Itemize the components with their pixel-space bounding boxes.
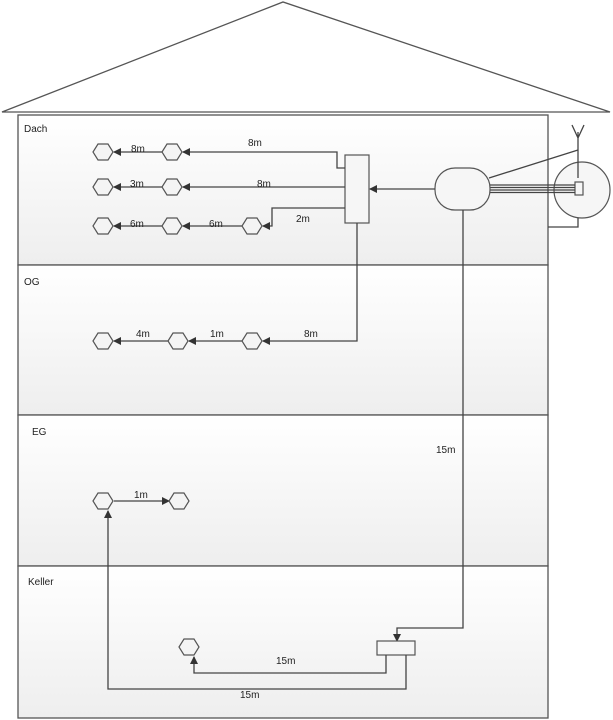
length-label: 1m: [134, 490, 148, 501]
outlet-hexagon: [92, 332, 114, 350]
roof: [1, 1, 611, 113]
dish-ground-line: [548, 218, 579, 228]
floor-label-keller: Keller: [28, 577, 54, 588]
distributor: [344, 154, 370, 224]
cable: [262, 207, 345, 230]
cable: [104, 510, 407, 690]
outlet-hexagon: [178, 638, 200, 656]
length-label: 4m: [136, 329, 150, 340]
outlet-hexagon: [241, 332, 263, 350]
antenna-icon: [571, 124, 585, 178]
length-label: 15m: [436, 445, 455, 456]
outlet-hexagon: [161, 143, 183, 161]
outlet-hexagon: [92, 143, 114, 161]
floor-keller: [17, 565, 549, 719]
multiswitch: [434, 167, 491, 211]
outlet-hexagon: [161, 178, 183, 196]
length-label: 8m: [131, 144, 145, 155]
outlets: [92, 143, 263, 656]
cable: [262, 223, 358, 345]
length-label: 6m: [130, 219, 144, 230]
outlet-hexagon: [92, 178, 114, 196]
floor-eg: [17, 414, 549, 567]
floor-label-og: OG: [24, 277, 40, 288]
outlet-hexagon: [161, 217, 183, 235]
outlet-hexagon: [168, 492, 190, 510]
lnb: [574, 181, 584, 196]
riser-cable: [393, 210, 464, 642]
length-label: 6m: [209, 219, 223, 230]
length-label: 8m: [257, 179, 271, 190]
keller-distributor: [376, 640, 416, 656]
length-label: 8m: [304, 329, 318, 340]
outlet-hexagon: [167, 332, 189, 350]
length-label: 1m: [210, 329, 224, 340]
length-label: 2m: [296, 214, 310, 225]
length-label: 3m: [130, 179, 144, 190]
outlet-hexagon: [92, 217, 114, 235]
cable: [182, 148, 345, 169]
outlet-hexagon: [92, 492, 114, 510]
outlet-hexagon: [241, 217, 263, 235]
cable: [190, 655, 387, 674]
length-label: 15m: [240, 690, 259, 701]
floor-label-eg: EG: [32, 427, 47, 438]
length-label: 15m: [276, 656, 295, 667]
lnb-cables: [490, 184, 575, 194]
antenna-cable: [488, 149, 579, 179]
length-label: 8m: [248, 138, 262, 149]
floor-label-dach: Dach: [24, 124, 47, 135]
